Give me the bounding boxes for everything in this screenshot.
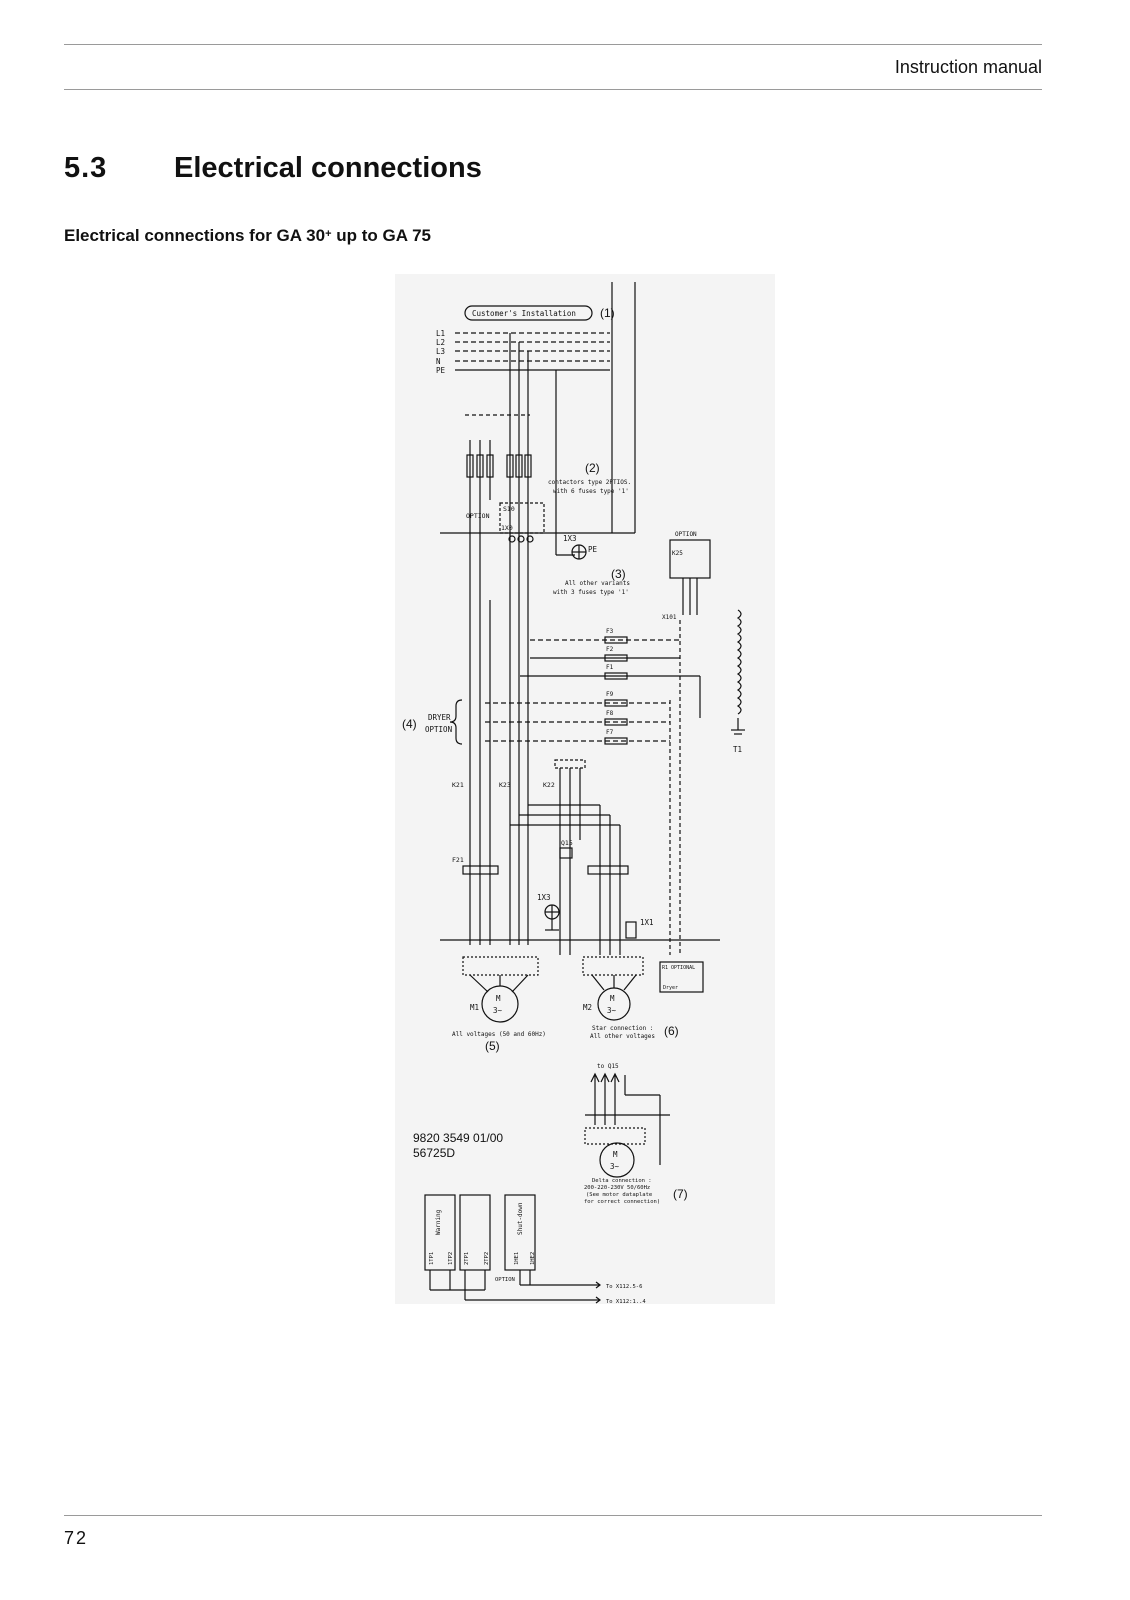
section-title: Electrical connections <box>174 152 482 184</box>
sensor-warning: Warning <box>435 1209 442 1235</box>
to-x112-56: To X112.5-6 <box>606 1284 642 1290</box>
dryer-option-1: DRYER <box>428 713 451 722</box>
terminal-1tp1: 1TP1 <box>429 1252 435 1265</box>
pe-label: PE <box>588 545 598 554</box>
fuse-f1: F1 <box>606 664 614 671</box>
contactors-note-1: contactors type 2PTIOS. <box>548 479 631 486</box>
motor-m1-m: M <box>496 994 501 1003</box>
option-label-right: OPTION <box>675 531 697 538</box>
terminal-2tp2: 2TP2 <box>484 1252 490 1265</box>
motor-m1-phase: 3~ <box>493 1006 503 1015</box>
contactors-note-2: with 6 fuses type '1' <box>553 488 629 495</box>
dryer-option-2: OPTION <box>425 725 452 734</box>
caption-star-1: Star connection : <box>592 1025 653 1032</box>
k25-label: K25 <box>672 550 683 557</box>
callout-3: (3) <box>611 567 626 581</box>
motor-m2-delta-m: M <box>613 1150 618 1159</box>
subtitle-prefix: Electrical connections for GA 30 <box>64 226 326 245</box>
fuse-f3: F3 <box>606 628 614 635</box>
drawing-reference: 56725D <box>413 1146 455 1160</box>
callout-1: (1) <box>600 306 615 320</box>
t1-label: T1 <box>733 745 742 754</box>
callout-4: (4) <box>402 717 417 731</box>
fuse-f8: F8 <box>606 710 614 717</box>
subtitle-superscript: + <box>325 228 332 240</box>
terminal-1x3-label-top: 1X3 <box>563 534 577 543</box>
other-variants-2: with 3 fuses type '1' <box>553 589 629 596</box>
subtitle: Electrical connections for GA 30+ up to … <box>64 226 431 246</box>
motor-m1-label: M1 <box>470 1003 479 1012</box>
supply-line-n: N <box>436 357 441 366</box>
terminal-1he2: 1HE2 <box>530 1252 536 1265</box>
delta-line-4: for correct connection) <box>584 1199 660 1205</box>
header-rule-bottom <box>64 89 1042 90</box>
dryer-label: Dryer <box>663 985 678 991</box>
terminal-2tp1: 2TP1 <box>464 1252 470 1265</box>
f21-label: F21 <box>452 856 464 864</box>
s10-label: S10 <box>503 505 515 513</box>
supply-line-l2: L2 <box>436 338 445 347</box>
delta-line-1: Delta connection : <box>592 1178 652 1184</box>
terminal-1tp2: 1TP2 <box>448 1252 454 1265</box>
motor-m2-delta-phase: 3~ <box>610 1162 620 1171</box>
callout-7: (7) <box>673 1187 688 1201</box>
motor-m2-phase: 3~ <box>607 1006 617 1015</box>
option-label-bottom: OPTION <box>495 1277 515 1283</box>
subtitle-suffix: up to GA 75 <box>331 226 431 245</box>
other-variants-1: All other variants <box>565 580 630 587</box>
terminal-1x1-label: 1X1 <box>640 918 654 927</box>
supply-line-l3: L3 <box>436 347 445 356</box>
section-number: 5.3 <box>64 152 108 184</box>
delta-line-3: (See motor dataplate <box>586 1192 652 1198</box>
motor-m2-label: M2 <box>583 1003 592 1012</box>
to-x112-14: To X112:1..4 <box>606 1299 646 1305</box>
motor-m2-m: M <box>610 994 615 1003</box>
contactor-k21: K21 <box>452 781 464 789</box>
callout-6: (6) <box>664 1024 679 1038</box>
x101-label: X101 <box>662 614 677 621</box>
supply-line-pe: PE <box>436 366 446 375</box>
fuse-f7: F7 <box>606 729 614 736</box>
r1-optional-label: R1 OPTIONAL <box>662 965 695 971</box>
delta-line-2: 200-220-230V 50/60Hz <box>584 1185 650 1191</box>
terminal-1he1: 1HE1 <box>514 1252 520 1265</box>
caption-m1: All voltages (50 and 60Hz) <box>452 1031 546 1038</box>
header-rule-top <box>64 44 1042 45</box>
footer-rule <box>64 1515 1042 1516</box>
supply-line-l1: L1 <box>436 329 445 338</box>
customer-installation-label: Customer's Installation <box>472 309 576 318</box>
contactor-k22: K22 <box>543 781 555 789</box>
page-number: 72 <box>64 1528 89 1548</box>
drawing-number: 9820 3549 01/00 <box>413 1131 503 1145</box>
q15-label: Q15 <box>561 839 573 847</box>
figure-background <box>395 274 775 1304</box>
sensor-shutdown: Shut-down <box>517 1202 524 1235</box>
callout-2: (2) <box>585 461 600 475</box>
option-label-left: OPTION <box>466 512 490 520</box>
fuse-f2: F2 <box>606 646 614 653</box>
header-title: Instruction manual <box>894 57 1042 77</box>
fuse-f9: F9 <box>606 691 614 698</box>
caption-star-2: All other voltages <box>590 1033 655 1040</box>
contactor-k23: K23 <box>499 781 511 789</box>
to-q15-label: to Q15 <box>597 1063 619 1070</box>
terminal-1x3-label-bottom: 1X3 <box>537 893 551 902</box>
x0-label: 1X0 <box>501 524 513 532</box>
callout-5: (5) <box>485 1039 500 1053</box>
